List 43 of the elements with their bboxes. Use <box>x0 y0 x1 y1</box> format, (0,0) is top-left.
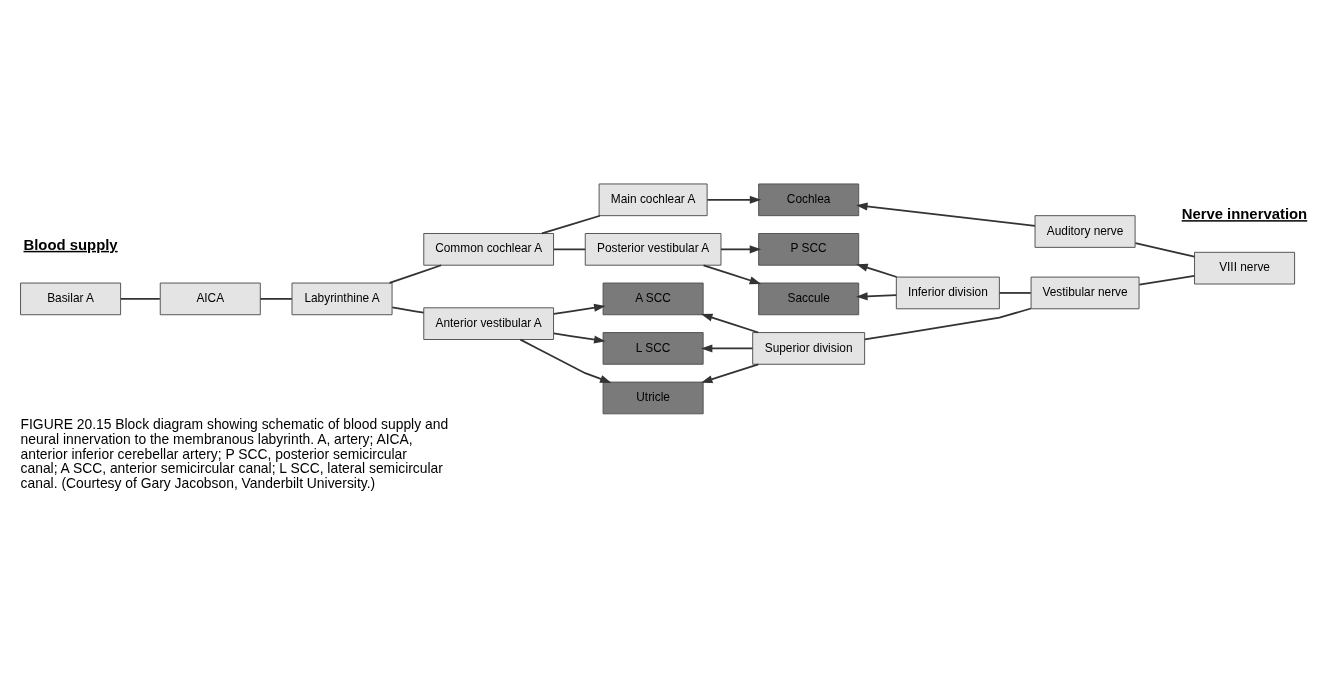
node-box: Anterior vestibular A <box>423 306 555 340</box>
arrow <box>706 195 762 204</box>
connector <box>1134 241 1196 258</box>
node-box: Utricle <box>602 381 704 414</box>
arrow <box>700 313 760 333</box>
node-box: L SCC <box>602 331 704 365</box>
node-box: Posterior vestibular A <box>584 232 722 266</box>
node-box: Inferior division <box>895 276 1000 309</box>
connector <box>1138 274 1196 285</box>
arrow <box>700 362 760 383</box>
node-box: Main cochlear A <box>598 182 708 216</box>
connector <box>388 263 443 284</box>
connector <box>553 247 587 250</box>
node-box: Saccule <box>758 282 860 315</box>
connector <box>259 297 293 300</box>
node-box: VIII nerve <box>1194 251 1296 284</box>
node-box: P SCC <box>758 232 860 266</box>
arrow <box>702 263 762 284</box>
arrow <box>856 263 898 278</box>
node-box: A SCC <box>602 282 704 315</box>
caption: FIGURE 20.15 Block diagram showing schematic of blood supply and neural innervation to the membranous labyrinth. A, artery; AICA, anterior inferior cerebellar artery; P SCC, posterior semicircular canal; A SCC, anterior semicircular canal; L SCC, lateral semicircular canal. (Courtesy of Gary Jacobson, Vanderbilt University.) <box>20 415 449 491</box>
arrow <box>720 244 762 253</box>
connector <box>391 305 425 314</box>
arrow <box>856 202 1036 227</box>
node-box: Auditory nerve <box>1034 214 1136 248</box>
node-box: Basilar A <box>20 282 122 315</box>
node-box: Cochlea <box>758 182 860 216</box>
connector <box>863 307 1032 340</box>
connector <box>120 297 161 300</box>
node-box: Superior division <box>752 331 866 365</box>
connector <box>998 291 1032 294</box>
arrow <box>700 343 754 352</box>
arrow <box>553 332 606 344</box>
arrow <box>856 291 898 300</box>
arrow <box>519 338 612 383</box>
connector <box>541 214 601 234</box>
node-box: Vestibular nerve <box>1030 276 1140 309</box>
node-box: Labyrinthine A <box>291 282 393 315</box>
node-box: Common cochlear A <box>423 232 555 266</box>
label: Blood supply <box>23 236 118 253</box>
arrow <box>553 303 606 315</box>
label: Nerve innervation <box>1181 205 1308 222</box>
node-box: AICA <box>159 282 261 315</box>
